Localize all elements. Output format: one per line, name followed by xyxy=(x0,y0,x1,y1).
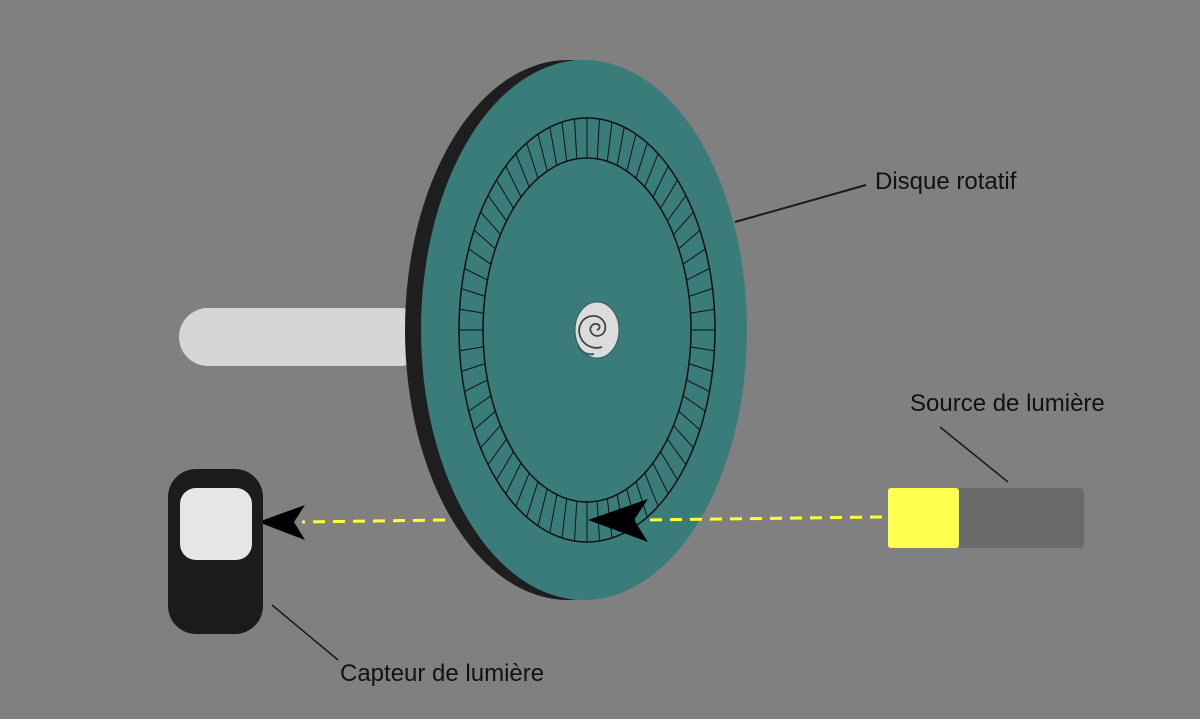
slot-divider xyxy=(515,472,530,507)
slot-divider xyxy=(537,133,548,172)
slot-divider xyxy=(678,229,701,250)
slot-divider xyxy=(688,288,713,297)
arrowhead-sensor xyxy=(258,505,305,540)
slot-divider xyxy=(496,451,514,481)
slot-divider xyxy=(616,127,625,166)
slot-divider xyxy=(487,438,508,465)
slot-divider xyxy=(505,165,522,198)
slot-divider xyxy=(496,179,514,209)
slot-divider xyxy=(468,395,492,412)
arrowhead-disk xyxy=(588,499,648,542)
slot-divider xyxy=(487,195,508,222)
sensor-window xyxy=(180,488,252,560)
axle-body xyxy=(179,308,429,366)
slot-divider xyxy=(574,501,578,542)
axle xyxy=(179,308,429,366)
light-beam-left xyxy=(301,518,446,524)
light-sensor xyxy=(168,469,263,634)
slot-divider xyxy=(673,425,694,449)
slot-divider xyxy=(635,481,648,518)
slot-divider xyxy=(635,142,648,179)
slot-divider xyxy=(464,379,488,392)
slot-divider xyxy=(690,346,715,352)
hub xyxy=(574,301,620,359)
slot-divider xyxy=(480,211,501,235)
slot-divider xyxy=(626,133,637,172)
slot-divider xyxy=(686,268,710,281)
slot-divider xyxy=(652,462,669,495)
slot-divider xyxy=(673,211,694,235)
slot-divider xyxy=(459,346,484,352)
slot-divider xyxy=(537,488,548,527)
slot-divider xyxy=(473,410,496,431)
label-sensor: Capteur de lumière xyxy=(340,660,544,687)
slot-divider xyxy=(678,410,701,431)
slot-divider xyxy=(686,379,710,392)
slot-divider xyxy=(505,462,522,495)
slot-divider xyxy=(549,494,558,533)
spiral-icon xyxy=(578,315,607,349)
slot-divider xyxy=(644,472,659,507)
light-beam-right xyxy=(641,515,883,522)
slot-divider xyxy=(464,268,488,281)
source-emitter xyxy=(888,488,959,548)
light-source xyxy=(888,488,1084,548)
leader-source xyxy=(939,426,1009,483)
slot-divider xyxy=(666,438,687,465)
slot-divider xyxy=(666,195,687,222)
slot-divider xyxy=(526,481,539,518)
slot-dividers xyxy=(459,118,715,542)
slot-divider xyxy=(690,308,715,314)
slot-divider xyxy=(596,118,600,159)
leader-sensor xyxy=(271,604,339,661)
slot-divider xyxy=(561,498,568,538)
slot-divider xyxy=(526,142,539,179)
slot-divider xyxy=(473,229,496,250)
slot-ring xyxy=(458,117,716,543)
label-source: Source de lumière xyxy=(910,390,1105,417)
slot-divider xyxy=(652,165,669,198)
hub-tail xyxy=(577,345,595,356)
slot-divider xyxy=(468,248,492,265)
slot-divider xyxy=(682,395,706,412)
slot-divider xyxy=(515,153,530,188)
slot-divider xyxy=(644,153,659,188)
slot-divider xyxy=(549,127,558,166)
slot-divider xyxy=(480,425,501,449)
slot-divider xyxy=(660,451,678,481)
slot-divider xyxy=(461,363,486,372)
slot-divider xyxy=(606,122,613,162)
slot-divider xyxy=(660,179,678,209)
slot-divider xyxy=(459,308,484,314)
leader-disk xyxy=(734,184,867,223)
slot-divider xyxy=(574,118,578,159)
source-body xyxy=(956,488,1084,548)
slot-divider xyxy=(561,122,568,162)
label-disk: Disque rotatif xyxy=(875,168,1017,195)
slot-divider xyxy=(688,363,713,372)
slot-divider xyxy=(682,248,706,265)
slot-divider xyxy=(461,288,486,297)
